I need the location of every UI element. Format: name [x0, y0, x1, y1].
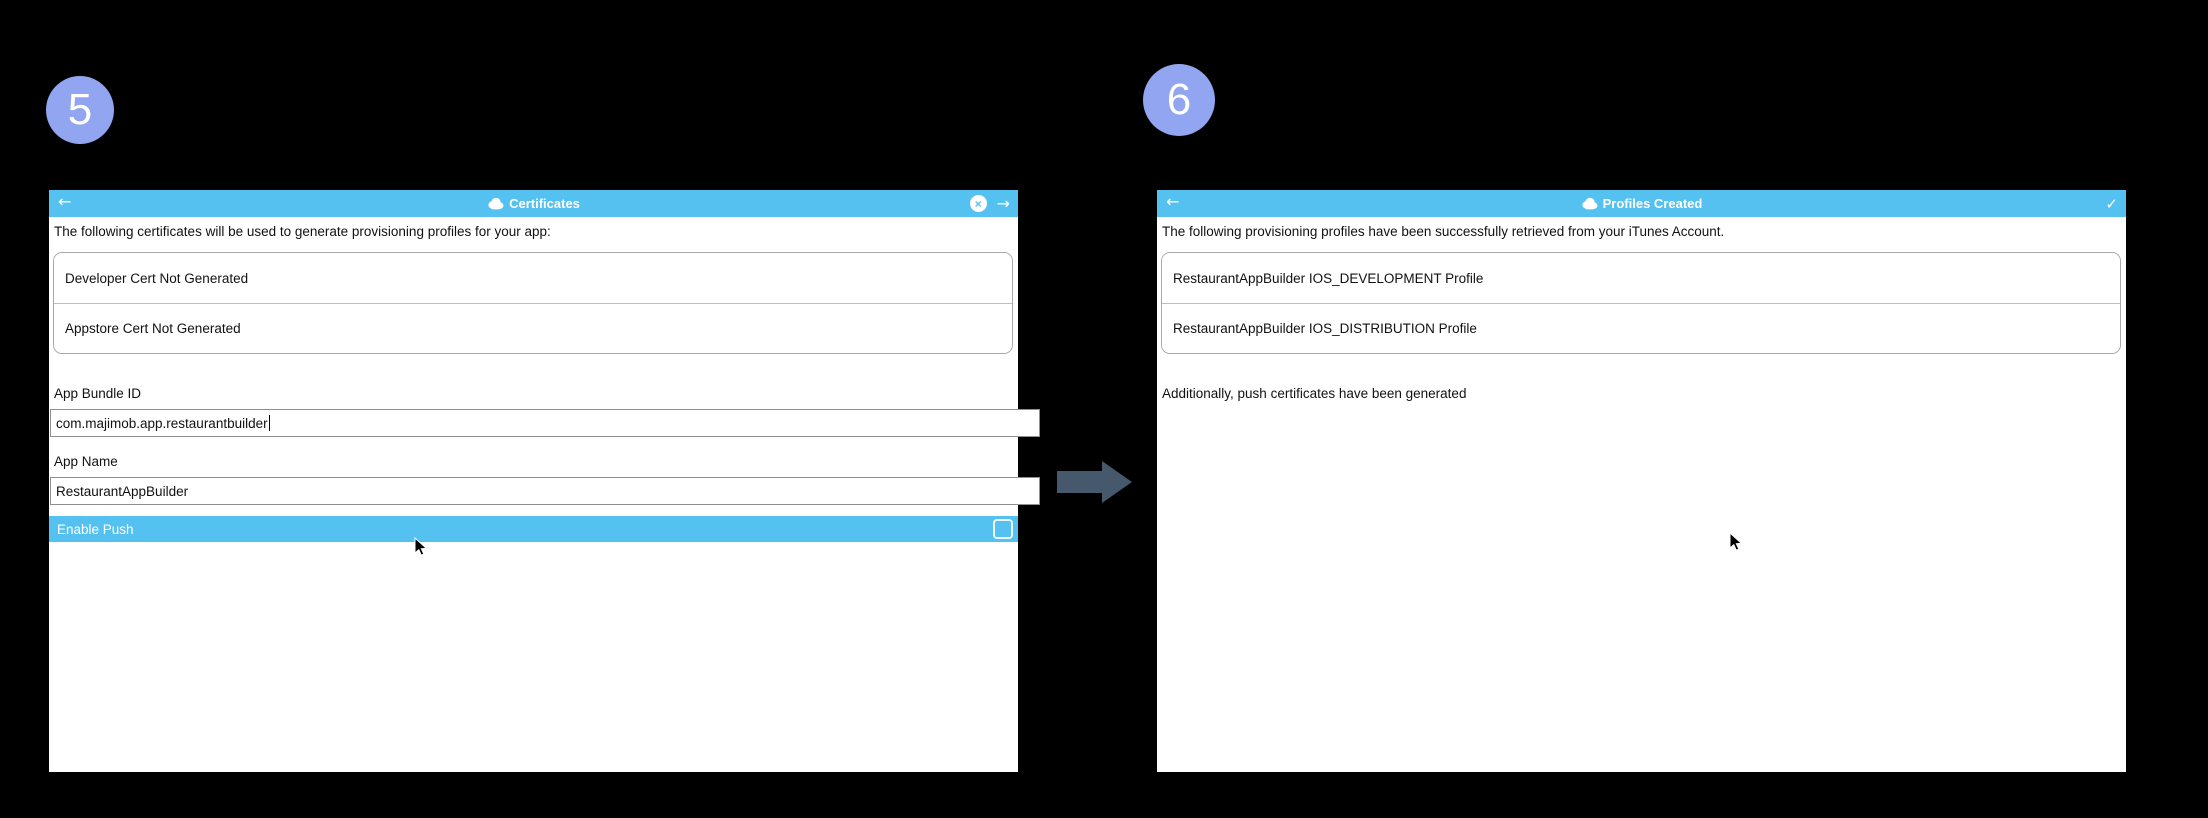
app-bundle-id-value: com.majimob.app.restaurantbuilder [56, 415, 268, 431]
enable-push-row[interactable]: Enable Push [49, 516, 1018, 542]
back-button[interactable]: ← [58, 192, 72, 211]
cloud-icon [1582, 197, 1598, 210]
list-item-distribution-profile[interactable]: RestaurantAppBuilder IOS_DISTRIBUTION Pr… [1162, 303, 2120, 353]
window-title: Profiles Created [1602, 196, 1703, 211]
app-bundle-id-input[interactable]: com.majimob.app.restaurantbuilder [50, 409, 1040, 437]
app-name-label: App Name [54, 454, 118, 469]
app-name-input[interactable]: RestaurantAppBuilder [50, 477, 1040, 505]
transition-arrow-icon [1057, 461, 1132, 503]
titlebar-title: Profiles Created [1157, 190, 2126, 217]
mouse-cursor [414, 537, 428, 556]
profiles-intro-text: The following provisioning profiles have… [1162, 224, 1725, 239]
push-certificates-note: Additionally, push certificates have bee… [1162, 386, 1467, 401]
app-bundle-id-label: App Bundle ID [54, 386, 142, 401]
confirm-check-icon[interactable]: ✓ [2105, 194, 2118, 213]
list-item-appstore-cert[interactable]: Appstore Cert Not Generated [54, 303, 1012, 353]
text-caret [268, 415, 270, 431]
mouse-cursor [1729, 532, 1743, 551]
step-badge-6: 6 [1143, 64, 1215, 136]
app-name-value: RestaurantAppBuilder [56, 483, 189, 499]
certificates-window: ← Certificates × → The following certifi… [49, 190, 1040, 772]
cloud-icon [488, 197, 504, 210]
profiles-created-window: ← Profiles Created ✓ The following provi… [1157, 190, 2126, 772]
list-item-developer-cert[interactable]: Developer Cert Not Generated [54, 253, 1012, 303]
profile-list: RestaurantAppBuilder IOS_DEVELOPMENT Pro… [1161, 252, 2121, 354]
enable-push-checkbox[interactable] [993, 519, 1013, 539]
certificates-intro-text: The following certificates will be used … [54, 224, 551, 239]
profiles-titlebar: ← Profiles Created ✓ [1157, 190, 2126, 217]
titlebar-title: Certificates [49, 190, 1018, 217]
certificates-titlebar: ← Certificates × → [49, 190, 1018, 217]
cert-status-list: Developer Cert Not Generated Appstore Ce… [53, 252, 1013, 354]
enable-push-label: Enable Push [57, 521, 134, 537]
step-number: 5 [67, 85, 93, 134]
step-number: 6 [1166, 75, 1192, 124]
close-icon[interactable]: × [969, 195, 987, 212]
step-badge-5: 5 [46, 76, 114, 144]
list-item-development-profile[interactable]: RestaurantAppBuilder IOS_DEVELOPMENT Pro… [1162, 253, 2120, 303]
window-title: Certificates [509, 196, 580, 211]
back-button[interactable]: ← [1166, 192, 1180, 211]
forward-button[interactable]: → [996, 193, 1010, 213]
